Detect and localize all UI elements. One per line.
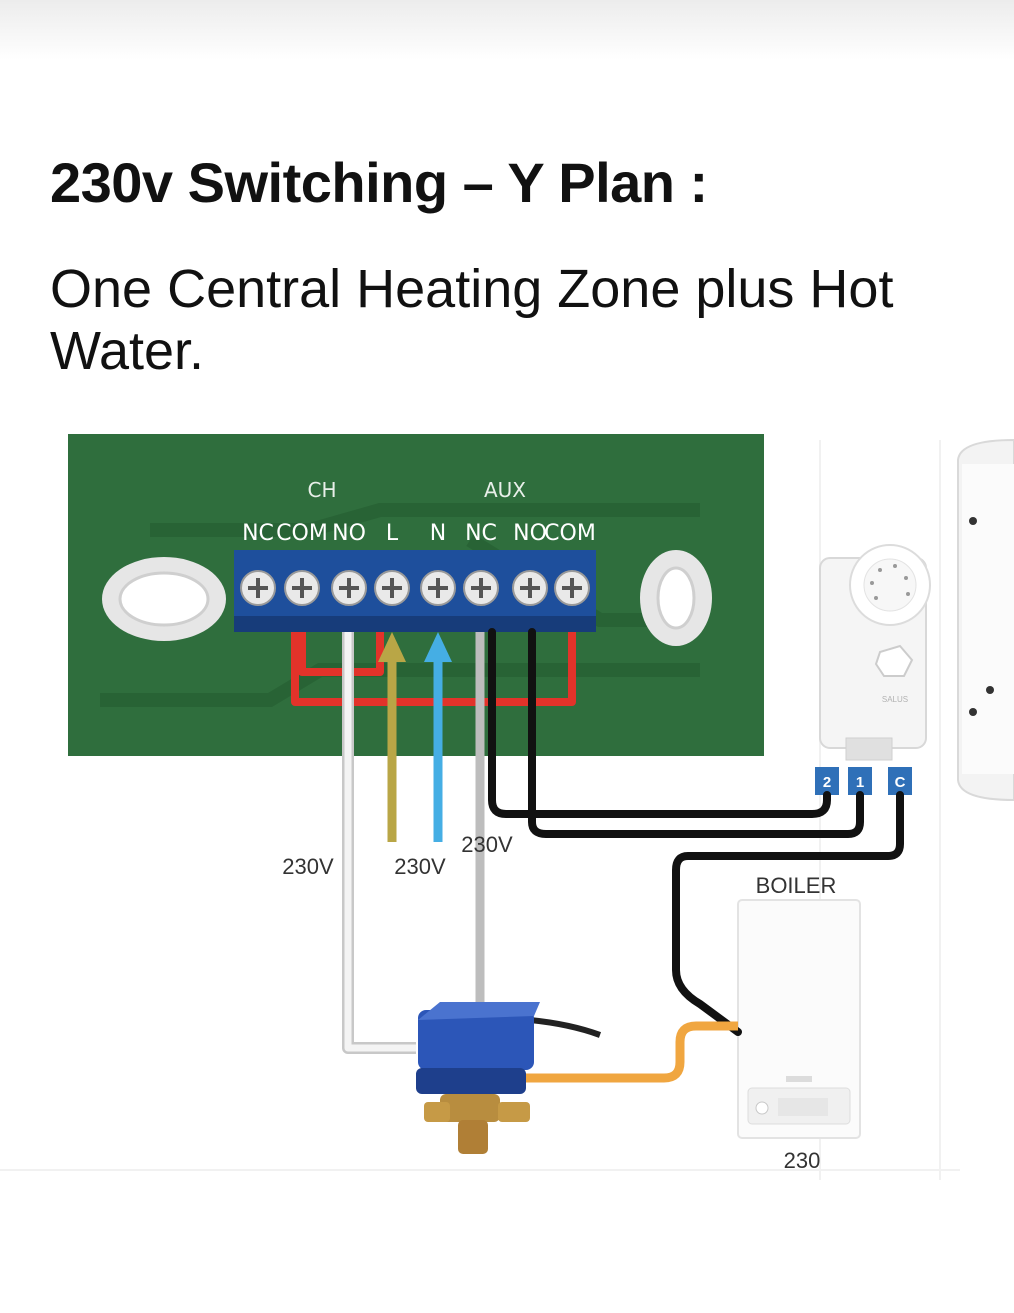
hot-water-cylinder: [957, 438, 1014, 802]
top-fade: [0, 0, 1014, 60]
terminal-label-aux-no: NO: [513, 521, 547, 546]
terminal-screw: [374, 570, 410, 606]
terminal-screw: [284, 570, 320, 606]
live-wire-arrow: [378, 632, 406, 842]
mounting-hole-right: [640, 550, 712, 646]
grey-wire-voltage: 230V: [461, 832, 513, 857]
boiler-caption: 230: [784, 1148, 821, 1173]
terminal-screw: [512, 570, 548, 606]
page-subtitle: One Central Heating Zone plus Hot Water.: [50, 259, 894, 381]
terminal-labels: NC COM NO L N NC NO COM: [242, 521, 596, 546]
aux-group-label: AUX: [484, 478, 526, 502]
terminal-screw: [420, 570, 456, 606]
neutral-wire-arrow: [424, 632, 452, 842]
terminal-screws: [240, 570, 590, 606]
thermostat-brand: SALUS: [882, 695, 908, 704]
terminal-label-aux-nc: NC: [465, 521, 497, 546]
mounting-hole-left: [102, 557, 226, 641]
terminal-label-no: NO: [332, 521, 366, 546]
terminal-label-n: N: [430, 521, 446, 546]
orange-wire: [520, 1021, 738, 1083]
terminal-screw: [463, 570, 499, 606]
ch-group-label: CH: [307, 478, 336, 502]
motorised-valve: [416, 1002, 540, 1154]
thermostat-terminals: 2 1 C: [815, 767, 912, 795]
terminal-label-aux-com: COM: [544, 521, 596, 546]
terminal-label-com: COM: [276, 521, 328, 546]
wiring-diagram: CH AUX NC COM NO L N NC NO COM SALUS: [0, 434, 1014, 1180]
terminal-screw: [331, 570, 367, 606]
terminal-label-l: L: [386, 521, 399, 546]
live-wire-voltage: 230V: [394, 854, 446, 879]
boiler: [737, 899, 861, 1139]
black-wires: [488, 628, 904, 1036]
terminal-screw: [240, 570, 276, 606]
cylinder-thermostat: SALUS: [819, 544, 931, 761]
terminal-board: [68, 434, 764, 756]
thermostat-terminal-2: 2: [823, 774, 831, 791]
page-title: 230v Switching – Y Plan :: [50, 151, 708, 214]
boiler-label: BOILER: [756, 873, 837, 898]
valve-cable: [529, 1017, 602, 1038]
thermostat-terminal-c: C: [895, 774, 906, 791]
terminal-label-nc: NC: [242, 521, 274, 546]
terminal-screw: [554, 570, 590, 606]
thermostat-terminal-1: 1: [856, 774, 864, 791]
white-wire-voltage: 230V: [282, 854, 334, 879]
